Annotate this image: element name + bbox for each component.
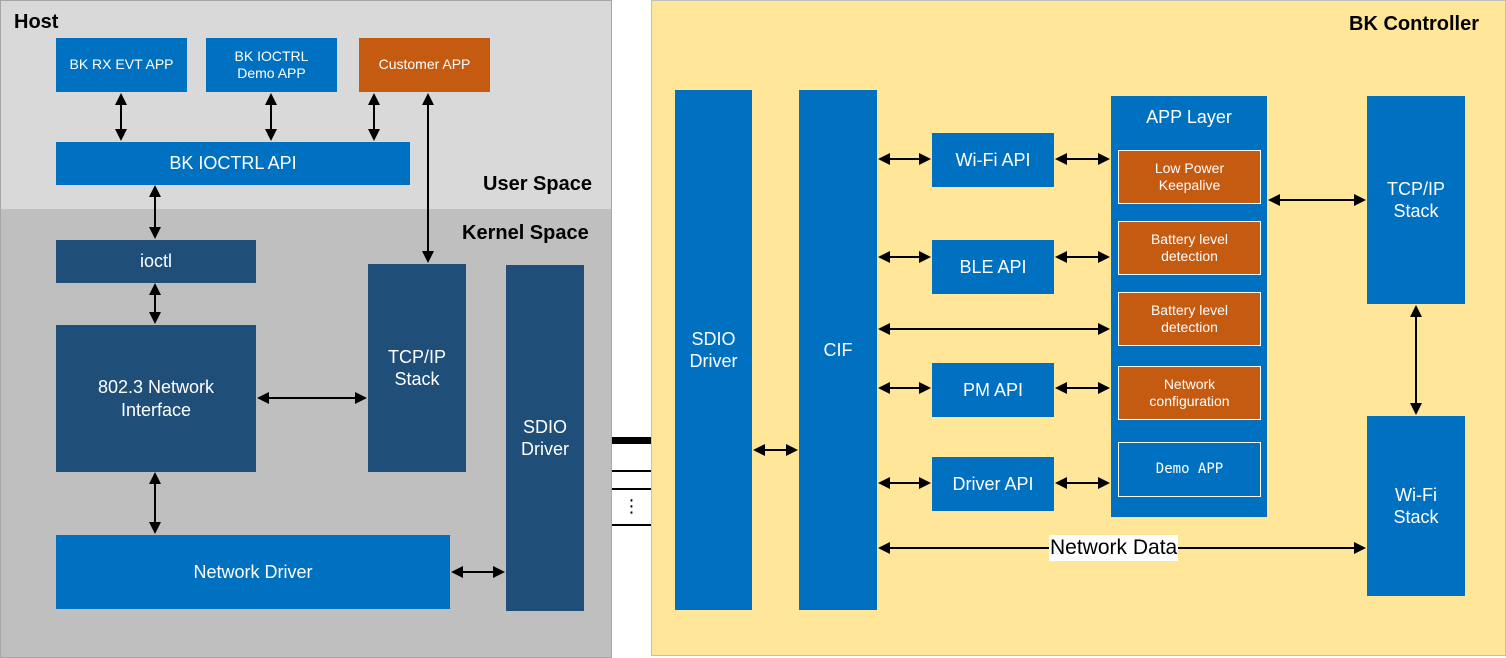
host-tcpip-stack: TCP/IP Stack [368, 264, 466, 472]
demo-app: Demo APP [1118, 442, 1261, 497]
sdio-bus-line [612, 437, 651, 444]
cif-box: CIF [799, 90, 877, 610]
bk-ioctrl-demo-app: BK IOCTRL Demo APP [206, 38, 337, 92]
low-power-keepalive: Low Power Keepalive [1118, 150, 1261, 204]
sdio-line-2 [612, 488, 651, 490]
user-space-label: User Space [483, 173, 592, 195]
driver-api: Driver API [932, 457, 1054, 511]
host-title: Host [14, 11, 59, 33]
wifi-api: Wi-Fi API [932, 133, 1054, 187]
battery-level-detection-1: Battery level detection [1118, 221, 1261, 275]
host-sdio-driver: SDIO Driver [506, 265, 584, 611]
ioctl-box: ioctl [56, 240, 256, 283]
sdio-line-1 [612, 470, 651, 472]
pm-api: PM API [932, 363, 1054, 417]
network-interface-box: 802.3 Network Interface [56, 325, 256, 472]
bk-ioctrl-api: BK IOCTRL API [56, 142, 410, 185]
network-configuration: Network configuration [1118, 366, 1261, 420]
ble-api: BLE API [932, 240, 1054, 294]
battery-level-detection-2: Battery level detection [1118, 292, 1261, 346]
ctrl-tcpip-stack: TCP/IP Stack [1367, 96, 1465, 304]
sdio-lines-ellipsis: ⋮ [622, 496, 641, 516]
sdio-line-3 [612, 524, 651, 526]
ctrl-sdio-driver: SDIO Driver [675, 90, 752, 610]
network-driver-box: Network Driver [56, 535, 450, 609]
ctrl-wifi-stack: Wi-Fi Stack [1367, 416, 1465, 596]
customer-app: Customer APP [359, 38, 490, 92]
kernel-space-label: Kernel Space [462, 222, 589, 244]
controller-title: BK Controller [1349, 13, 1479, 35]
bk-rx-evt-app: BK RX EVT APP [56, 38, 187, 92]
network-data-label: Network Data [1049, 535, 1179, 561]
